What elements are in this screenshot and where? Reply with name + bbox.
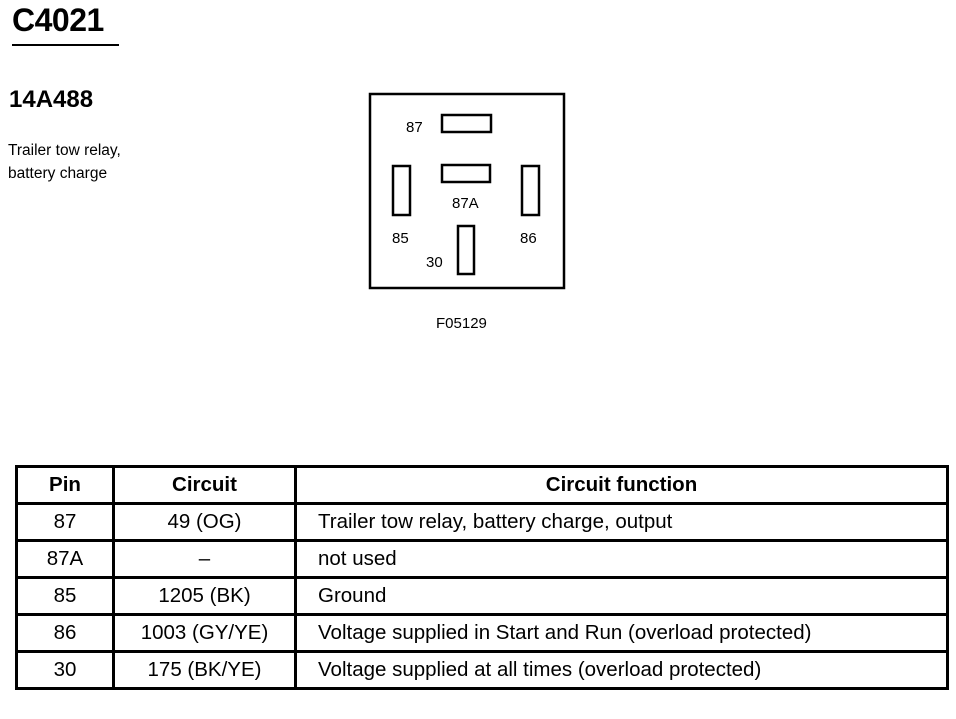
terminal-87a-slot: [440, 163, 492, 184]
cell-pin: 87: [15, 502, 115, 542]
pin-table: Pin Circuit Circuit function 87 49 (OG) …: [15, 465, 949, 690]
description-line-1: Trailer tow relay,: [8, 142, 121, 159]
terminal-30-slot: [456, 224, 476, 276]
cell-circuit: 175 (BK/YE): [112, 650, 297, 690]
cell-pin: 30: [15, 650, 115, 690]
cell-circuit-function: Voltage supplied in Start and Run (overl…: [294, 613, 949, 653]
header-circuit: Circuit: [112, 465, 297, 505]
cell-circuit-function: Voltage supplied at all times (overload …: [294, 650, 949, 690]
table-row: 85 1205 (BK) Ground: [15, 576, 949, 616]
connector-id-underline: [12, 44, 119, 46]
terminal-30-label: 30: [426, 254, 443, 271]
cell-circuit: 1205 (BK): [112, 576, 297, 616]
terminal-87a-label: 87A: [452, 195, 479, 212]
connector-id: C4021: [12, 2, 104, 38]
terminal-85-label: 85: [392, 230, 409, 247]
terminal-87-label: 87: [406, 119, 423, 136]
header-pin: Pin: [15, 465, 115, 505]
connector-description: Trailer tow relay, battery charge: [8, 139, 121, 185]
figure-code: F05129: [436, 315, 487, 332]
description-line-2: battery charge: [8, 165, 108, 182]
cell-circuit: 49 (OG): [112, 502, 297, 542]
cell-circuit-function: not used: [294, 539, 949, 579]
cell-pin: 86: [15, 613, 115, 653]
cell-circuit: 1003 (GY/YE): [112, 613, 297, 653]
part-number: 14A488: [9, 86, 94, 113]
cell-pin: 87A: [15, 539, 115, 579]
table-row: 87 49 (OG) Trailer tow relay, battery ch…: [15, 502, 949, 542]
cell-circuit-function: Trailer tow relay, battery charge, outpu…: [294, 502, 949, 542]
terminal-86-label: 86: [520, 230, 537, 247]
cell-circuit: –: [112, 539, 297, 579]
terminal-86-slot: [520, 164, 541, 217]
cell-pin: 85: [15, 576, 115, 616]
pin-table-header-row: Pin Circuit Circuit function: [15, 465, 949, 505]
cell-circuit-function: Ground: [294, 576, 949, 616]
terminal-87-slot: [440, 113, 493, 134]
table-row: 87A – not used: [15, 539, 949, 579]
relay-connector-diagram: 87 87A 85 86 30: [368, 92, 566, 290]
table-row: 86 1003 (GY/YE) Voltage supplied in Star…: [15, 613, 949, 653]
terminal-85-slot: [391, 164, 412, 217]
table-row: 30 175 (BK/YE) Voltage supplied at all t…: [15, 650, 949, 690]
header-circuit-function: Circuit function: [294, 465, 949, 505]
